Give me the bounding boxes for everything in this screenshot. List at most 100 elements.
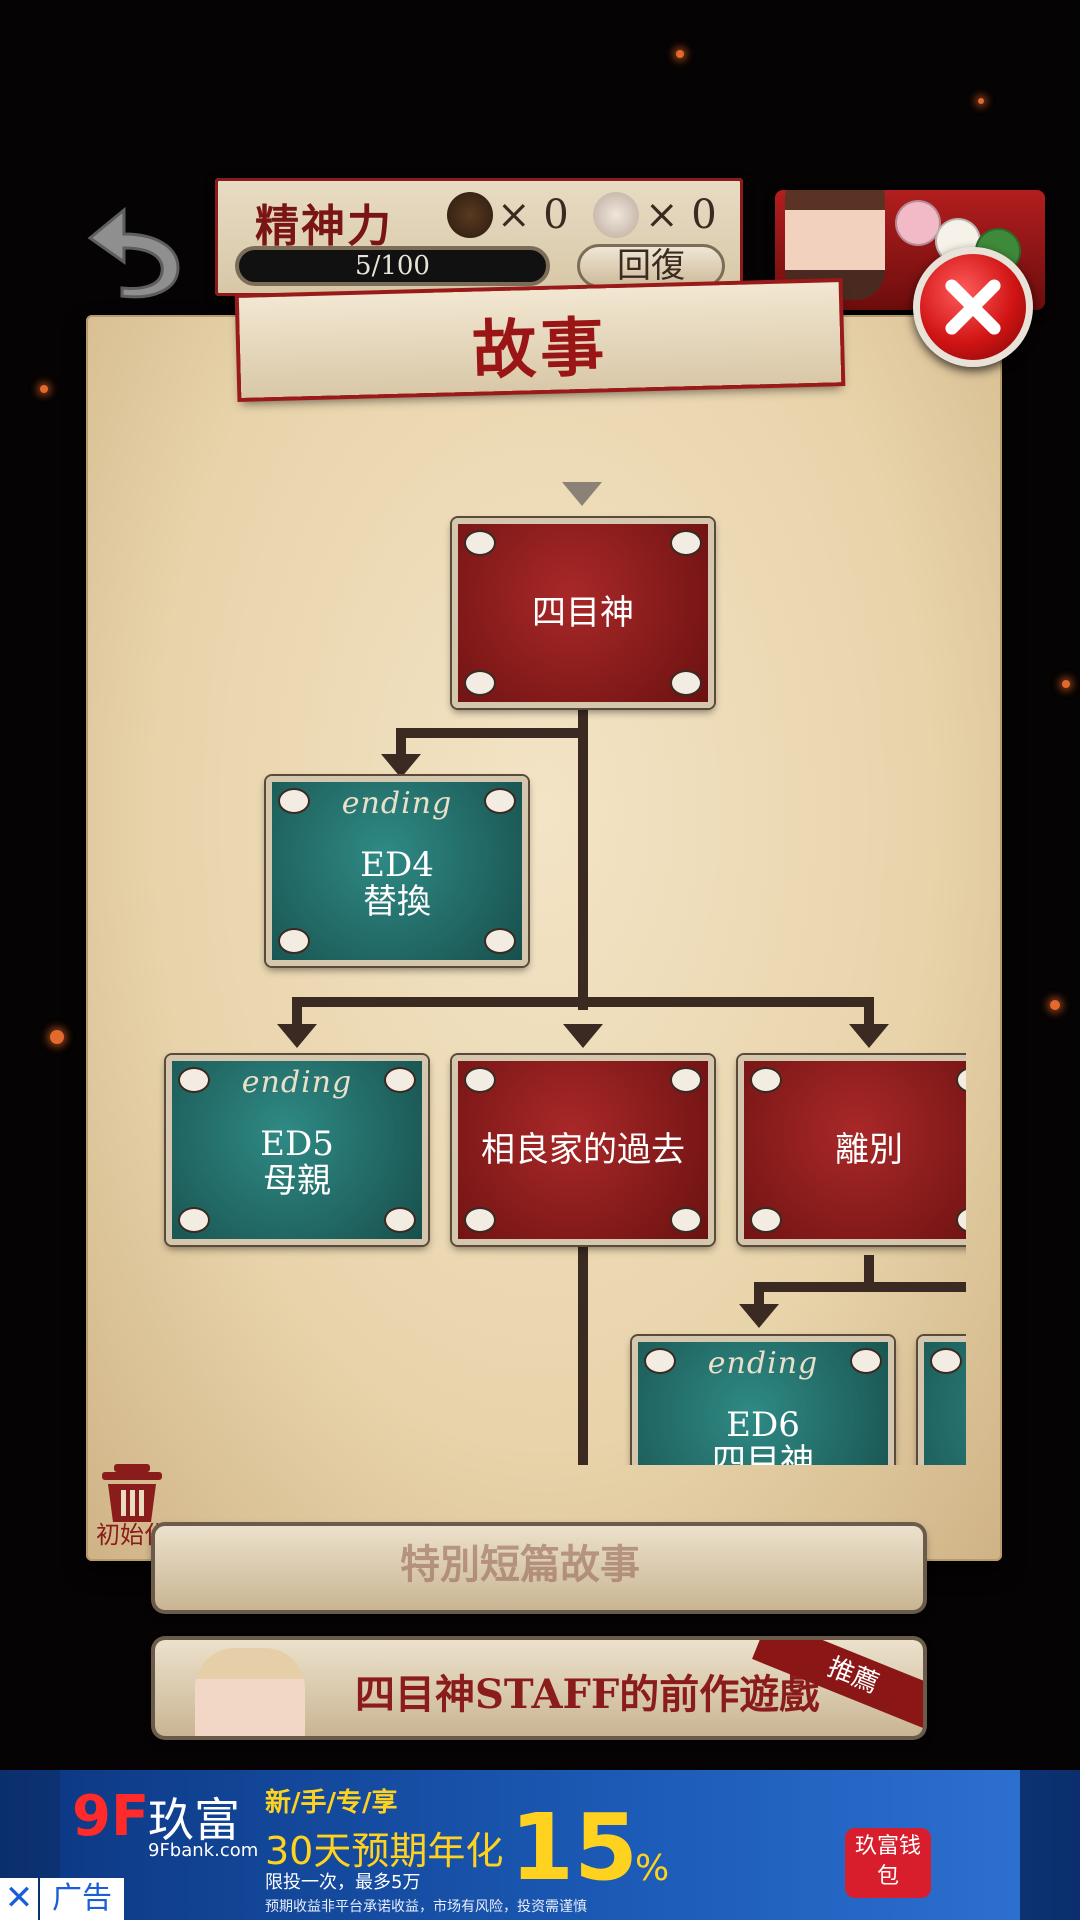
eye-corner-icon [484, 928, 516, 954]
ending-code: ED4 [360, 845, 434, 885]
node-label: 相良家的過去 [481, 1130, 685, 1170]
tree-connector [864, 997, 874, 1027]
eye-corner-icon [464, 1207, 496, 1233]
arrow-down-icon [739, 1304, 779, 1328]
ad-content[interactable]: 9F 玖富 9Fbank.com 新/手/专/享 30天预期年化 15 % 限投… [60, 1770, 1020, 1920]
arrow-down-icon [849, 1024, 889, 1048]
story-tree[interactable]: 四目神 ending ED4 替換 ending ED5 母親 相良家的過去 離… [86, 420, 966, 1465]
special-story-label: 特別短篇故事 [400, 1541, 640, 1588]
arrow-down-icon [381, 754, 421, 778]
ember-particle [40, 385, 48, 393]
eye-corner-icon [484, 788, 516, 814]
eye-corner-icon [750, 1067, 782, 1093]
eye-corner-icon [850, 1348, 882, 1374]
ending-node-ed5[interactable]: ending ED5 母親 [166, 1055, 428, 1245]
ad-logo: 9F [72, 1784, 150, 1849]
ending-node-ed6[interactable]: ending ED6 四目神 [632, 1336, 894, 1465]
tree-connector [754, 1282, 764, 1304]
eye-corner-icon [750, 1207, 782, 1233]
ember-particle [1062, 680, 1070, 688]
arrow-down-icon [277, 1024, 317, 1048]
potion-item-icon [447, 192, 493, 238]
girl-portrait [195, 1648, 305, 1736]
title-banner: 故事 [238, 282, 842, 398]
arrow-down-icon [563, 1024, 603, 1048]
ad-close-button[interactable]: ✕ [0, 1878, 38, 1920]
ad-label: 广告 [40, 1878, 124, 1920]
eye-corner-icon [464, 1067, 496, 1093]
eye-corner-icon [670, 670, 702, 696]
eye-corner-icon [178, 1067, 210, 1093]
ad-subtext: 限投一次，最多5万 [265, 1872, 421, 1893]
tree-connector [578, 1240, 588, 1465]
ending-code: ED6 [726, 1405, 800, 1445]
eye-corner-icon [384, 1207, 416, 1233]
ember-particle [1050, 1000, 1060, 1010]
trash-icon[interactable] [96, 1460, 168, 1544]
node-label: 母親 [263, 1161, 331, 1201]
eye-corner-icon [178, 1207, 210, 1233]
previous-game-label: 四目神STAFF的前作遊戲 [355, 1671, 820, 1718]
potion-item-count: × 0 [497, 192, 569, 238]
story-node-past[interactable]: 相良家的過去 [452, 1055, 714, 1245]
back-arrow-icon[interactable] [82, 200, 182, 300]
entry-arrow-icon [562, 482, 602, 506]
eye-corner-icon [930, 1348, 962, 1374]
dango-item-icon [593, 192, 639, 238]
story-node-root[interactable]: 四目神 [452, 518, 714, 708]
tree-connector [292, 997, 302, 1027]
ad-percent: % [635, 1848, 670, 1889]
eye-corner-icon [278, 788, 310, 814]
dango-icon [895, 200, 941, 246]
eye-corner-icon [644, 1348, 676, 1374]
eye-corner-icon [384, 1067, 416, 1093]
eye-corner-icon [670, 1067, 702, 1093]
eye-corner-icon [956, 1207, 966, 1233]
tree-connector [396, 728, 406, 758]
stamina-label: 精神力 [255, 201, 393, 252]
stamina-panel: 精神力 × 0 × 0 5/100 回復 [215, 178, 743, 296]
ember-particle [978, 98, 984, 104]
ad-headline: 30天预期年化 [265, 1829, 504, 1873]
eye-corner-icon [956, 1067, 966, 1093]
story-node-parting[interactable]: 離別 [738, 1055, 966, 1245]
ember-particle [676, 50, 684, 58]
ad-rate: 15 [510, 1794, 639, 1901]
stamina-bar: 5/100 [235, 246, 550, 286]
node-label: 四目神 [712, 1442, 814, 1465]
recover-button[interactable]: 回復 [577, 244, 725, 288]
ad-wallet-badge: 玖富钱包 [845, 1828, 931, 1898]
node-label: 離別 [835, 1130, 903, 1170]
ember-particle [50, 1030, 64, 1044]
ending-node-partial[interactable] [918, 1336, 966, 1465]
eye-corner-icon [464, 530, 496, 556]
ad-disclaimer: 预期收益非平台承诺收益，市场有风险，投资需谨慎 [265, 1899, 587, 1915]
ending-tag: ending [241, 1065, 353, 1100]
node-label: 四目神 [532, 593, 634, 633]
ending-code: ED5 [260, 1124, 334, 1164]
ad-tagline: 新/手/专/享 [265, 1788, 398, 1818]
close-button[interactable] [913, 247, 1033, 367]
ending-tag: ending [341, 786, 453, 821]
eye-corner-icon [670, 530, 702, 556]
eye-corner-icon [278, 928, 310, 954]
ending-node-ed4[interactable]: ending ED4 替換 [266, 776, 528, 966]
node-label: 替換 [363, 882, 431, 922]
previous-game-button[interactable]: 四目神STAFF的前作遊戲 推薦 [155, 1640, 923, 1736]
tree-connector [578, 700, 588, 1010]
ad-brand: 玖富 [148, 1793, 240, 1847]
special-story-button[interactable]: 特別短篇故事 [155, 1526, 923, 1610]
ad-banner[interactable]: 9F 玖富 9Fbank.com 新/手/专/享 30天预期年化 15 % 限投… [0, 1770, 1080, 1920]
tree-connector [396, 728, 584, 738]
tree-connector [864, 1255, 874, 1285]
eye-corner-icon [464, 670, 496, 696]
ending-tag: ending [707, 1346, 819, 1381]
close-icon [945, 279, 1001, 335]
character-portrait [785, 190, 885, 300]
tree-connector [292, 997, 874, 1007]
tree-connector [754, 1282, 966, 1292]
dango-item-count: × 0 [645, 192, 717, 238]
eye-corner-icon [670, 1207, 702, 1233]
page-title: 故事 [471, 310, 610, 389]
ad-site: 9Fbank.com [148, 1840, 259, 1861]
